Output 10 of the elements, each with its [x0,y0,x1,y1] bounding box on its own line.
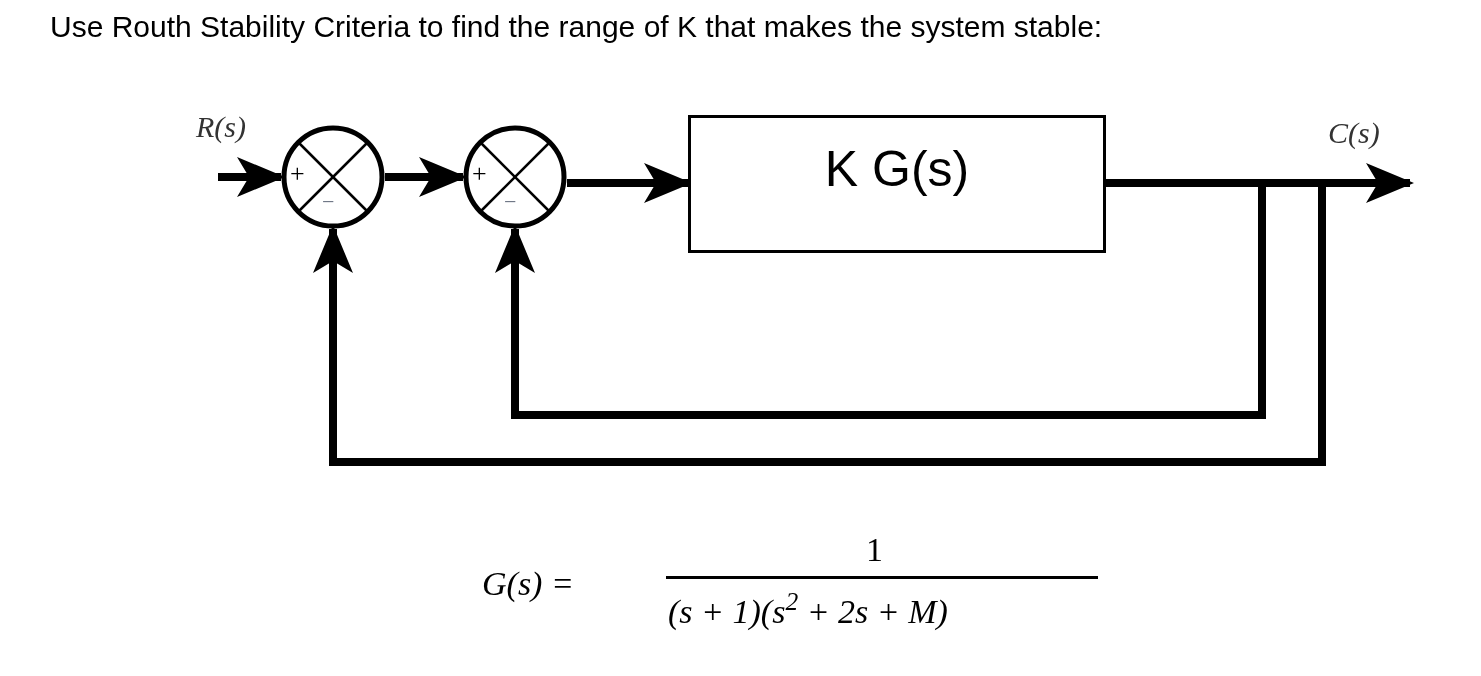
transfer-function-block: K G(s) [688,115,1106,253]
summing-junction [281,125,385,229]
denominator: (s + 1)(s$^{2}$ + 2s + M) [668,586,948,632]
equation-lhs: G(s) = [482,564,574,604]
summing-junction [463,125,567,229]
output-signal-label: C(s) [1328,115,1380,151]
arrow [313,179,1326,466]
numerator: 1 [866,530,883,570]
input-signal-label: R(s) [196,109,246,145]
title: Use Routh Stability Criteria to find the range of K that makes the system stable: [50,9,1103,45]
